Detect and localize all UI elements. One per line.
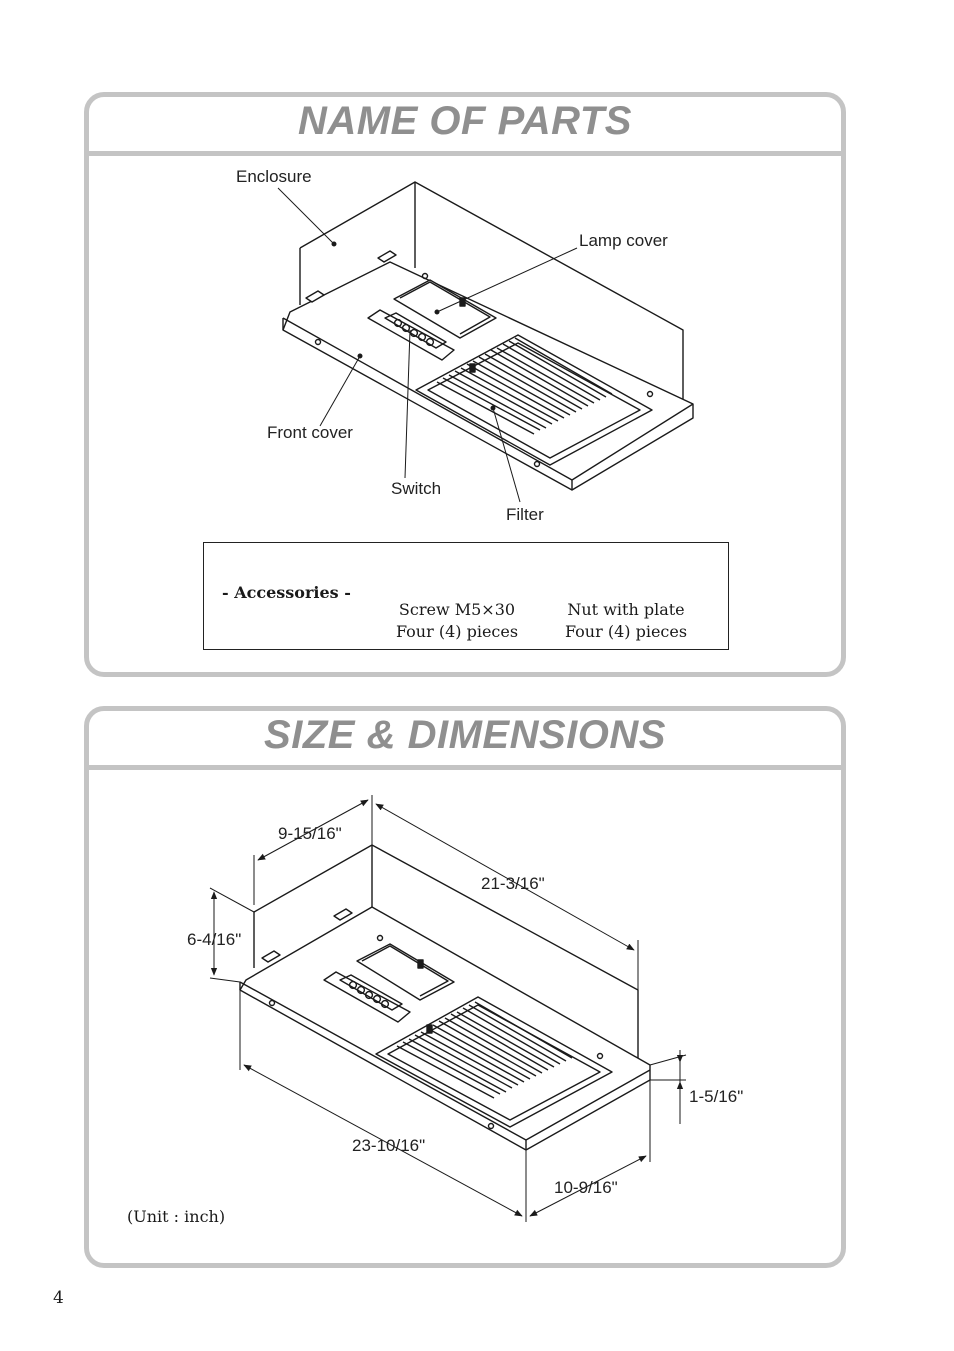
accessory-qty: Four (4) pieces xyxy=(395,622,519,641)
accessories-title: - Accessories - xyxy=(222,583,351,602)
panel-header: NAME OF PARTS xyxy=(89,97,841,156)
unit-note: (Unit : inch) xyxy=(127,1207,226,1226)
label-lamp-cover: Lamp cover xyxy=(579,231,668,250)
label-filter: Filter xyxy=(506,505,544,524)
dim-front-thickness: 1-5/16" xyxy=(689,1087,744,1106)
accessories-box: - Accessories - Screw M5×30 Four (4) pie… xyxy=(203,542,729,650)
name-of-parts-title: NAME OF PARTS xyxy=(298,99,632,143)
accessory-name: Screw M5×30 xyxy=(398,600,516,619)
label-switch: Switch xyxy=(391,479,442,498)
dim-height: 6-4/16" xyxy=(187,930,242,949)
accessory-qty: Four (4) pieces xyxy=(564,622,688,641)
label-front-cover: Front cover xyxy=(267,423,353,442)
accessory-nut: Nut with plate Four (4) pieces xyxy=(541,599,711,643)
dim-length-bottom: 23-10/16" xyxy=(352,1136,426,1155)
dim-width-bottom: 10-9/16" xyxy=(554,1178,618,1197)
size-dimensions-title: SIZE & DIMENSIONS xyxy=(264,713,666,757)
range-hood-drawing xyxy=(277,181,694,503)
dim-depth-top: 9-15/16" xyxy=(278,824,342,843)
page-number: 4 xyxy=(53,1288,64,1308)
dimension-drawing xyxy=(209,795,687,1222)
label-enclosure: Enclosure xyxy=(236,167,312,186)
accessory-screw: Screw M5×30 Four (4) pieces xyxy=(372,599,542,643)
accessory-name: Nut with plate xyxy=(567,600,685,619)
panel-header: SIZE & DIMENSIONS xyxy=(89,711,841,770)
dim-length-top: 21-3/16" xyxy=(481,874,545,893)
